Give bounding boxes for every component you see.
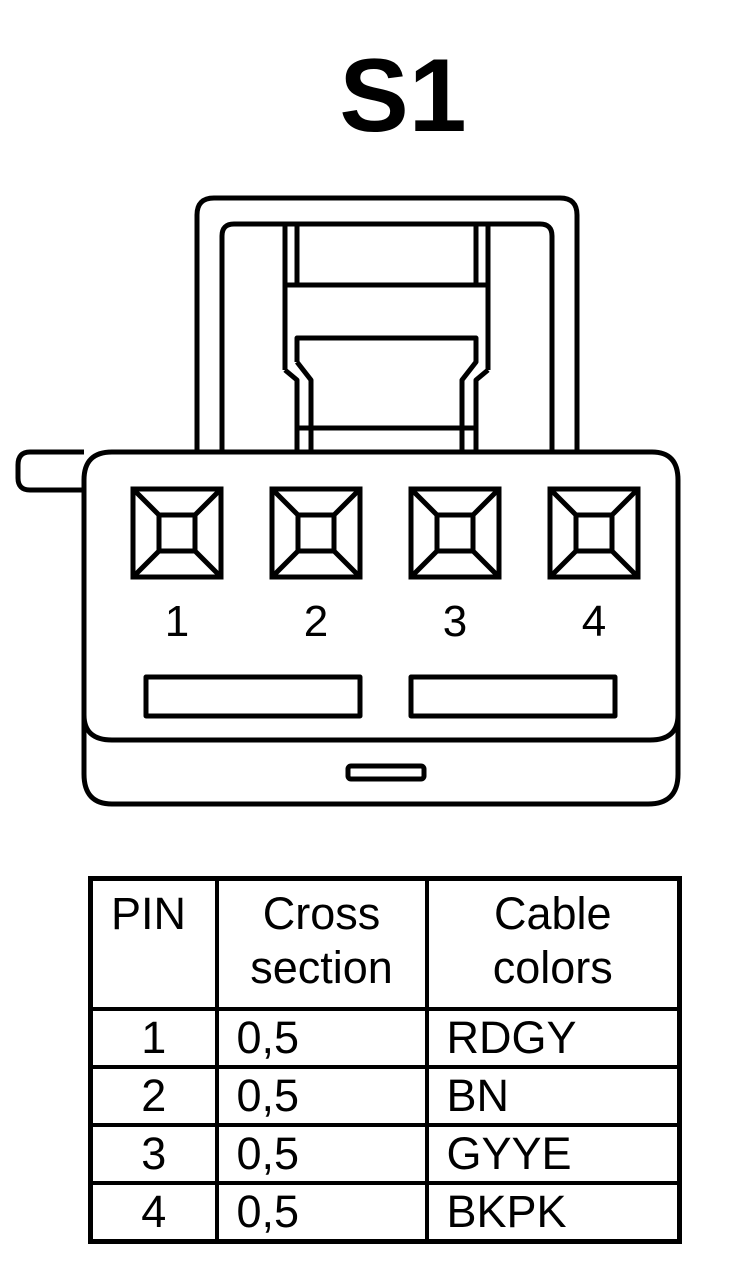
side-tab <box>15 449 84 493</box>
table-header-row: PIN Cross section Cable colors <box>88 876 682 1011</box>
pin-terminal-diagonal <box>471 549 501 579</box>
pin-terminal-3 <box>408 486 502 580</box>
latch-frame-inner <box>219 221 555 452</box>
latch-tongue <box>283 335 490 452</box>
pin-terminal-diagonal <box>471 487 501 517</box>
pin-terminal-outer <box>130 486 224 580</box>
pin-terminal-diagonal <box>193 549 223 579</box>
cell-pin: 4 <box>88 1181 219 1244</box>
header-cross-section-line1: Cross <box>262 888 381 939</box>
pin-terminal-diagonal <box>193 487 223 517</box>
pin-label-2: 2 <box>304 597 328 646</box>
pin-terminal-outer <box>547 486 641 580</box>
pin-terminal-1 <box>130 486 224 580</box>
cell-cable-color: GYYE <box>424 1123 682 1185</box>
connector-diagram: S1 1 2 3 4 <box>15 38 681 807</box>
pin-terminal-outer <box>408 486 502 580</box>
cell-cable-color: BKPK <box>424 1181 682 1244</box>
pin-label-3: 3 <box>443 597 467 646</box>
cell-cross-section: 0,5 <box>214 1065 429 1127</box>
connector-title: S1 <box>339 38 466 154</box>
pin-terminal-2 <box>269 486 363 580</box>
pin-terminal-inner <box>295 512 337 554</box>
cell-cable-color: BN <box>424 1065 682 1127</box>
pin-terminal-diagonal <box>409 487 439 517</box>
pin-label-4: 4 <box>582 597 606 646</box>
header-pin: PIN <box>88 876 219 1011</box>
connector-body <box>15 195 681 807</box>
cell-pin: 1 <box>88 1007 219 1069</box>
header-cross-section-line2: section <box>250 942 393 993</box>
pin-label-1: 1 <box>165 597 189 646</box>
housing-outer <box>81 449 681 807</box>
header-cable-colors-line2: colors <box>492 942 613 993</box>
header-cable-colors-line1: Cable <box>493 888 612 939</box>
pin-assignment-table: PIN Cross section Cable colors 1 0,5 RDG… <box>88 876 682 1244</box>
cell-cross-section: 0,5 <box>214 1007 429 1069</box>
pin-terminal-diagonal <box>610 487 640 517</box>
housing-notch <box>345 763 427 782</box>
pin-terminal-diagonal <box>548 487 578 517</box>
pin-terminal-diagonal <box>610 549 640 579</box>
cell-cable-color: RDGY <box>424 1007 682 1069</box>
key-slot-left <box>143 674 363 719</box>
pin-terminal-diagonal <box>270 487 300 517</box>
housing-face <box>81 714 681 743</box>
key-slot-right <box>408 674 618 719</box>
table-row: 1 0,5 RDGY <box>88 1007 682 1069</box>
pin-terminal-diagonal <box>332 549 362 579</box>
table-row: 4 0,5 BKPK <box>88 1181 682 1244</box>
header-cable-colors: Cable colors <box>424 876 682 1011</box>
pin-terminal-diagonal <box>548 549 578 579</box>
pin-terminal-4 <box>547 486 641 580</box>
cell-cross-section: 0,5 <box>214 1123 429 1185</box>
latch-frame-outer <box>194 195 580 452</box>
pin-terminal-outer <box>269 486 363 580</box>
header-cross-section: Cross section <box>214 876 429 1011</box>
pin-terminal-diagonal <box>409 549 439 579</box>
pin-terminal-inner <box>573 512 615 554</box>
table-row: 2 0,5 BN <box>88 1065 682 1127</box>
pin-terminal-diagonal <box>270 549 300 579</box>
table-row: 3 0,5 GYYE <box>88 1123 682 1185</box>
pin-terminal-diagonal <box>131 549 161 579</box>
pin-labels: 1 2 3 4 <box>165 597 606 646</box>
cell-cross-section: 0,5 <box>214 1181 429 1244</box>
pin-terminals <box>130 486 641 580</box>
cell-pin: 3 <box>88 1123 219 1185</box>
cell-pin: 2 <box>88 1065 219 1127</box>
pin-terminal-inner <box>156 512 198 554</box>
pin-terminal-inner <box>434 512 476 554</box>
pin-terminal-diagonal <box>131 487 161 517</box>
header-pin-line1: PIN <box>111 888 187 939</box>
pin-terminal-diagonal <box>332 487 362 517</box>
